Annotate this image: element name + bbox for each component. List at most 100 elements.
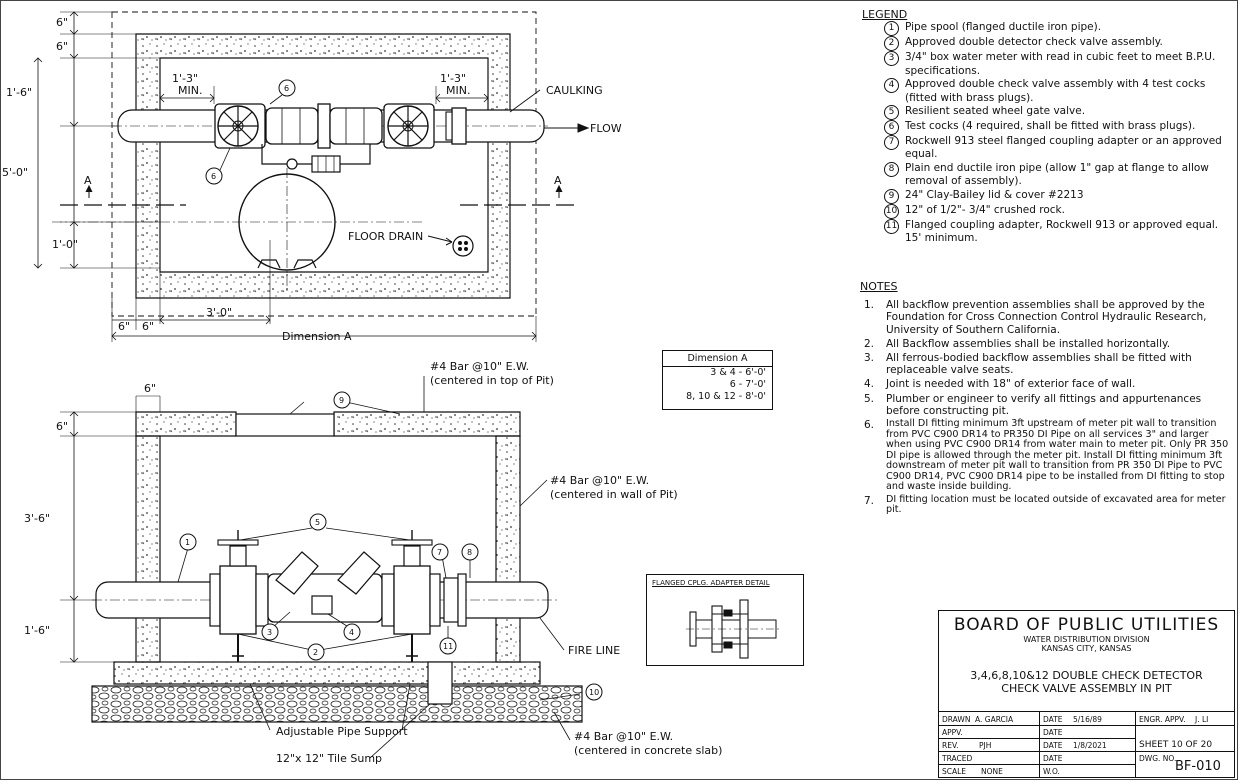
drawn-label: DRAWN xyxy=(942,715,971,724)
legend-number: 3 xyxy=(884,51,899,67)
bar-slab-line1: #4 Bar @10" E.W. xyxy=(574,730,673,743)
pit-lid xyxy=(235,413,335,437)
traced-label: TRACED xyxy=(942,754,973,763)
pit-walls-plan xyxy=(135,33,511,299)
legend-number: 1 xyxy=(884,21,899,37)
callout-2: 2 xyxy=(313,648,318,657)
legend-item: 6 Test cocks (4 required, shall be fitted… xyxy=(884,120,1232,136)
dim-5-0: 5'-0" xyxy=(2,166,28,179)
legend-number: 4 xyxy=(884,78,899,94)
legend-number: 2 xyxy=(884,36,899,52)
callout-5: 5 xyxy=(315,518,320,527)
plan-text: 6" 6" 1'-6" 5'-0" 1'-0" 1'-3" MIN. 1'-3"… xyxy=(2,16,622,343)
date-label: DATE xyxy=(1043,741,1063,750)
dim-1-6-section: 1'-6" xyxy=(24,624,50,637)
notes-items: 1. All backflow prevention assemblies sha… xyxy=(860,299,1236,515)
coupling-detail-drawing xyxy=(686,599,780,659)
dimension-table-header: Dimension A xyxy=(663,351,772,367)
drawing-title-2: CHECK VALVE ASSEMBLY IN PIT xyxy=(1001,682,1172,695)
appv-label: APPV. xyxy=(942,728,963,737)
note-number: 1. xyxy=(864,299,875,312)
note-text: All backflow prevention assemblies shall… xyxy=(886,299,1207,336)
bar-top-line2: (centered in top of Pit) xyxy=(430,374,554,387)
bar-top-line1: #4 Bar @10" E.W. xyxy=(430,360,529,373)
note-text: All ferrous-bodied backflow assemblies s… xyxy=(886,352,1192,377)
rev-value: PJH xyxy=(979,741,992,750)
fire-line-label: FIRE LINE xyxy=(568,644,620,657)
note-text: DI fitting location must be located outs… xyxy=(886,493,1226,516)
dim-bottom-6a: 6" xyxy=(118,320,130,333)
scale-value: NONE xyxy=(981,767,1003,776)
section-a-right: A xyxy=(554,174,562,187)
section-view xyxy=(60,376,603,759)
coupling-adapter-detail-box: FLANGED CPLG. ADAPTER DETAIL xyxy=(646,574,804,666)
note-number: 4. xyxy=(864,378,875,391)
drawn-value: A. GARCIA xyxy=(975,715,1014,724)
note-item: 7.DI fitting location must be located ou… xyxy=(864,493,1236,516)
dimension-table-row: 6 - 7'-0' xyxy=(729,379,766,390)
legend-number: 8 xyxy=(884,161,899,177)
date-3: 1/8/2021 xyxy=(1073,741,1107,750)
legend-text: Rockwell 913 steel flanged coupling adap… xyxy=(905,135,1222,161)
note-item: 4.Joint is needed with 18" of exterior f… xyxy=(864,378,1236,390)
engr-value: J. LI xyxy=(1195,715,1209,724)
pit-wall-right xyxy=(495,435,521,663)
callout-11: 11 xyxy=(443,642,453,651)
plan-view xyxy=(33,11,590,342)
legend-text: Test cocks (4 required, shall be fitted … xyxy=(905,120,1196,133)
notes: NOTES 1. All backflow prevention assembli… xyxy=(860,280,1236,518)
legend-text: 12" of 1/2"- 3/4" crushed rock. xyxy=(905,203,1065,216)
dwg-label: DWG. NO. xyxy=(1139,754,1177,763)
gate-valve-left-plan xyxy=(214,103,266,149)
dwg-number: BF-010 xyxy=(1175,759,1221,774)
note-item: 3. All ferrous-bodied backflow assemblies… xyxy=(864,352,1236,376)
dimension-table-row: 3 & 4 - 6'-0' xyxy=(710,367,766,378)
section-a-left: A xyxy=(84,174,92,187)
bar-wall-line1: #4 Bar @10" E.W. xyxy=(550,474,649,487)
callout-9: 9 xyxy=(339,396,344,405)
callout-1: 1 xyxy=(185,538,190,547)
wo-label: W.O. xyxy=(1043,767,1060,776)
note-number: 3. xyxy=(864,352,875,365)
legend-item: 11 Flanged coupling adapter, Rockwell 913… xyxy=(884,218,1232,246)
note-number: 2. xyxy=(864,337,875,350)
caulking-label: CAULKING xyxy=(546,84,603,97)
pit-floor-slab xyxy=(113,661,541,685)
note-item: 6.Install DI fitting minimum 3ft upstrea… xyxy=(864,418,1236,493)
date-label: DATE xyxy=(1043,728,1063,737)
dim-min-right-2: MIN. xyxy=(446,84,470,97)
tile-sump xyxy=(427,661,453,705)
callout-10: 10 xyxy=(589,688,599,697)
note-item: 2.All Backflow assemblies shall be insta… xyxy=(864,338,1236,350)
legend-number: 10 xyxy=(884,203,899,219)
legend-text: Flanged coupling adapter, Rockwell 913 o… xyxy=(905,218,1219,245)
legend-number: 5 xyxy=(884,105,899,121)
pipe-support-label: Adjustable Pipe Support xyxy=(276,725,408,738)
section-text: 6" 6" 3'-6" 1'-6" #4 Bar @10" E.W. (cent… xyxy=(24,360,722,765)
legend-text: Approved double check valve assembly wit… xyxy=(905,78,1206,104)
callout-3: 3 xyxy=(267,628,272,637)
detail-caption: FLANGED CPLG. ADAPTER DETAIL xyxy=(652,579,770,587)
flow-label: FLOW xyxy=(590,122,622,135)
legend-number: 11 xyxy=(884,218,899,234)
notes-title: NOTES xyxy=(860,280,898,293)
note-number: 6. xyxy=(864,419,875,432)
date-label: DATE xyxy=(1043,715,1063,724)
dim-1-6-plan: 1'-6" xyxy=(6,86,32,99)
dimension-table-row: 8, 10 & 12 - 8'-0' xyxy=(686,391,766,402)
legend-number: 6 xyxy=(884,120,899,136)
date-label: DATE xyxy=(1043,754,1063,763)
callout-7: 7 xyxy=(437,548,442,557)
org-name: BOARD OF PUBLIC UTILITIES xyxy=(953,615,1220,635)
callout-6-left: 6 xyxy=(211,172,216,181)
city-name: KANSAS CITY, KANSAS xyxy=(1041,644,1132,653)
callout-4: 4 xyxy=(349,628,354,637)
crushed-rock-layer xyxy=(91,685,583,723)
dim-1-0: 1'-0" xyxy=(52,238,78,251)
